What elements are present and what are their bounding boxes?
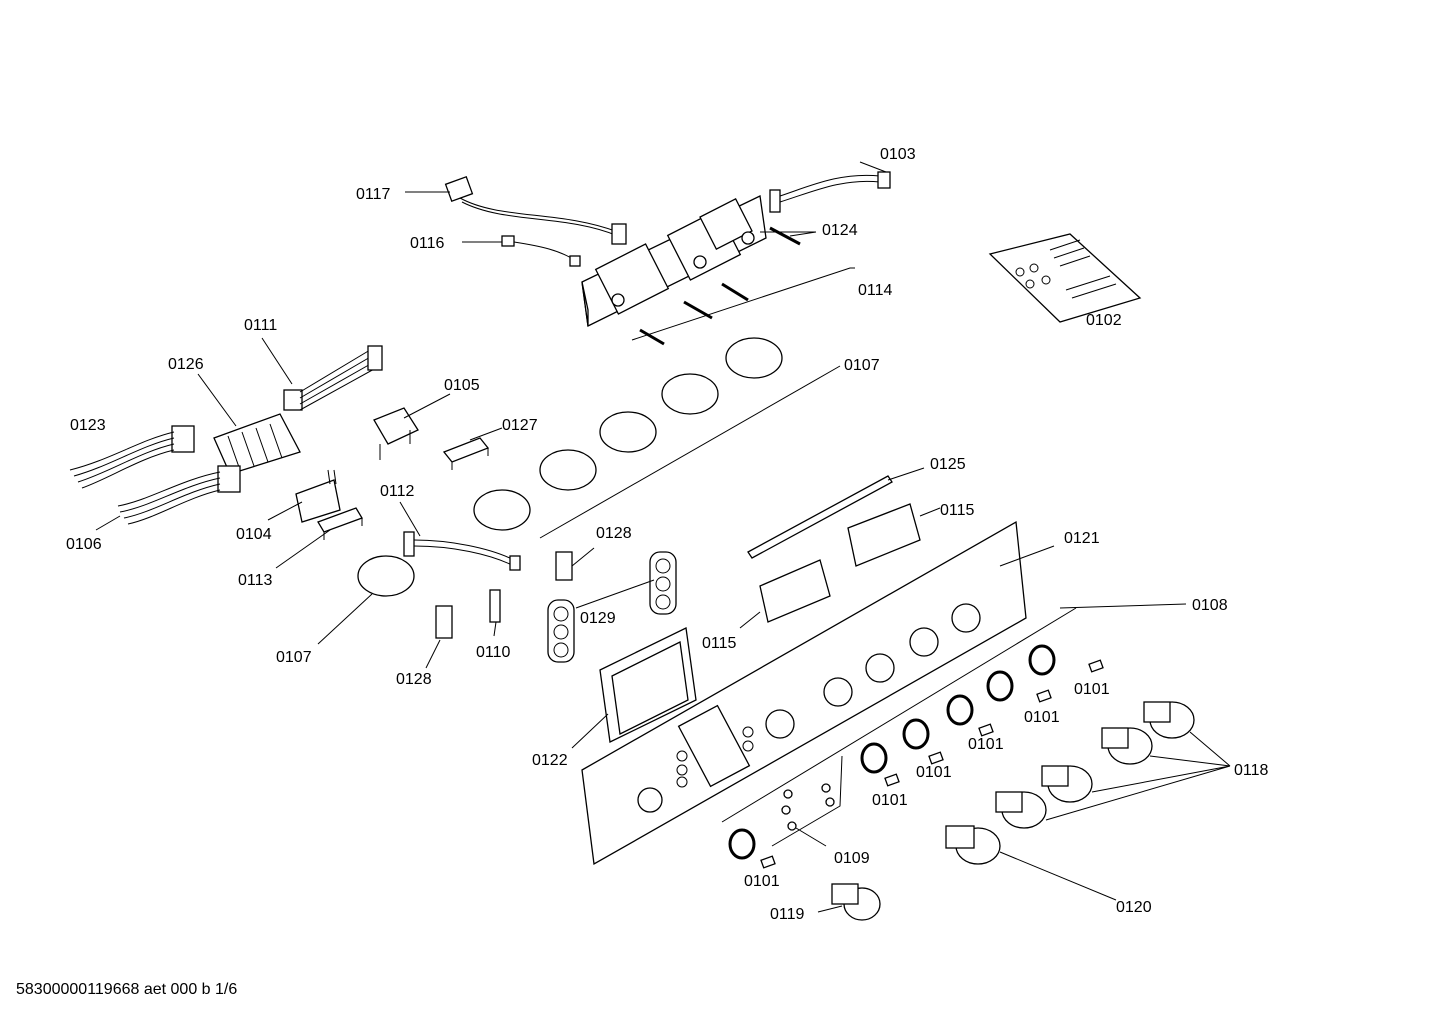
callout-0129: 0129 <box>580 610 616 627</box>
callout-0102: 0102 <box>1086 312 1122 329</box>
callout-0113: 0113 <box>238 572 273 589</box>
callout-0107-upper: 0107 <box>844 357 880 374</box>
callout-0101-c: 0101 <box>968 736 1004 753</box>
switch-unit-0115-upper <box>847 503 941 567</box>
callout-0127: 0127 <box>502 417 538 434</box>
connector-0111 <box>261 337 383 411</box>
callout-0111: 0111 <box>244 317 277 334</box>
callout-0101-f: 0101 <box>744 873 780 890</box>
screws-0109 <box>771 755 843 847</box>
callout-0114: 0114 <box>858 282 893 299</box>
callout-0101-d: 0101 <box>916 764 952 781</box>
callout-0125: 0125 <box>930 456 966 473</box>
callout-0101-b: 0101 <box>1024 709 1060 726</box>
callout-0123: 0123 <box>70 417 106 434</box>
callout-0121: 0121 <box>1064 530 1100 547</box>
document-id-footer: 58300000119668 aet 000 b 1/6 <box>16 981 238 998</box>
strip-0125 <box>747 467 925 559</box>
callout-0119: 0119 <box>770 906 805 923</box>
small-clips-0101 <box>760 659 1104 869</box>
knob-0119 <box>817 883 881 921</box>
knob-bezel-0107-lower <box>317 555 415 645</box>
callout-0109: 0109 <box>834 850 870 867</box>
switch-unit-0115-lower <box>739 559 831 629</box>
control-module-0114 <box>581 195 855 346</box>
knobs-0118 <box>995 701 1231 829</box>
clip-0127 <box>442 427 503 470</box>
part-0128-upper <box>555 547 595 581</box>
ribbon-cable-0103 <box>769 161 891 213</box>
callout-0108: 0108 <box>1192 597 1228 614</box>
callout-0104: 0104 <box>236 526 272 543</box>
clip-0113 <box>275 507 363 569</box>
callout-0101-a: 0101 <box>1074 681 1110 698</box>
knob-rings <box>728 644 1056 860</box>
wires-0106 <box>95 465 241 531</box>
leader-0108 <box>721 603 1187 823</box>
callout-0128-upper: 0128 <box>596 525 632 542</box>
callout-0126: 0126 <box>168 356 204 373</box>
callout-0115-lower: 0115 <box>702 635 737 652</box>
display-module-0122 <box>571 627 697 749</box>
callout-0117: 0117 <box>356 186 391 203</box>
bracket-0105 <box>373 393 451 460</box>
callout-0107-lower: 0107 <box>276 649 312 666</box>
wires-0123 <box>69 425 195 489</box>
terminal-block-0126 <box>197 373 301 475</box>
callout-0116: 0116 <box>410 235 445 252</box>
wire-0116 <box>462 235 581 267</box>
callout-0120: 0120 <box>1116 899 1152 916</box>
callout-0128-lower: 0128 <box>396 671 432 688</box>
ribbon-0112 <box>399 501 521 571</box>
knob-0120 <box>945 825 1117 901</box>
callout-0122: 0122 <box>532 752 568 769</box>
callout-0118: 0118 <box>1234 762 1269 779</box>
control-panel-0121 <box>581 520 1055 866</box>
clip-0104 <box>267 469 341 523</box>
part-0128-lower <box>425 605 453 669</box>
callout-0110: 0110 <box>476 644 511 661</box>
callout-0106: 0106 <box>66 536 102 553</box>
light-holder-0129 <box>547 551 677 663</box>
callout-0101-e: 0101 <box>872 792 908 809</box>
callout-0115-upper: 0115 <box>940 502 975 519</box>
callout-0105: 0105 <box>444 377 480 394</box>
callout-labels: 0103 0117 0116 0124 0114 0102 0111 0126 … <box>66 146 1269 923</box>
screw-bag-0102 <box>988 233 1142 323</box>
callout-0112: 0112 <box>380 483 415 500</box>
knob-bezels-0107-upper <box>473 337 841 539</box>
callout-0124: 0124 <box>822 222 858 239</box>
wire-harness-0117 <box>405 175 627 245</box>
callout-0103: 0103 <box>880 146 916 163</box>
part-0110 <box>489 589 501 637</box>
